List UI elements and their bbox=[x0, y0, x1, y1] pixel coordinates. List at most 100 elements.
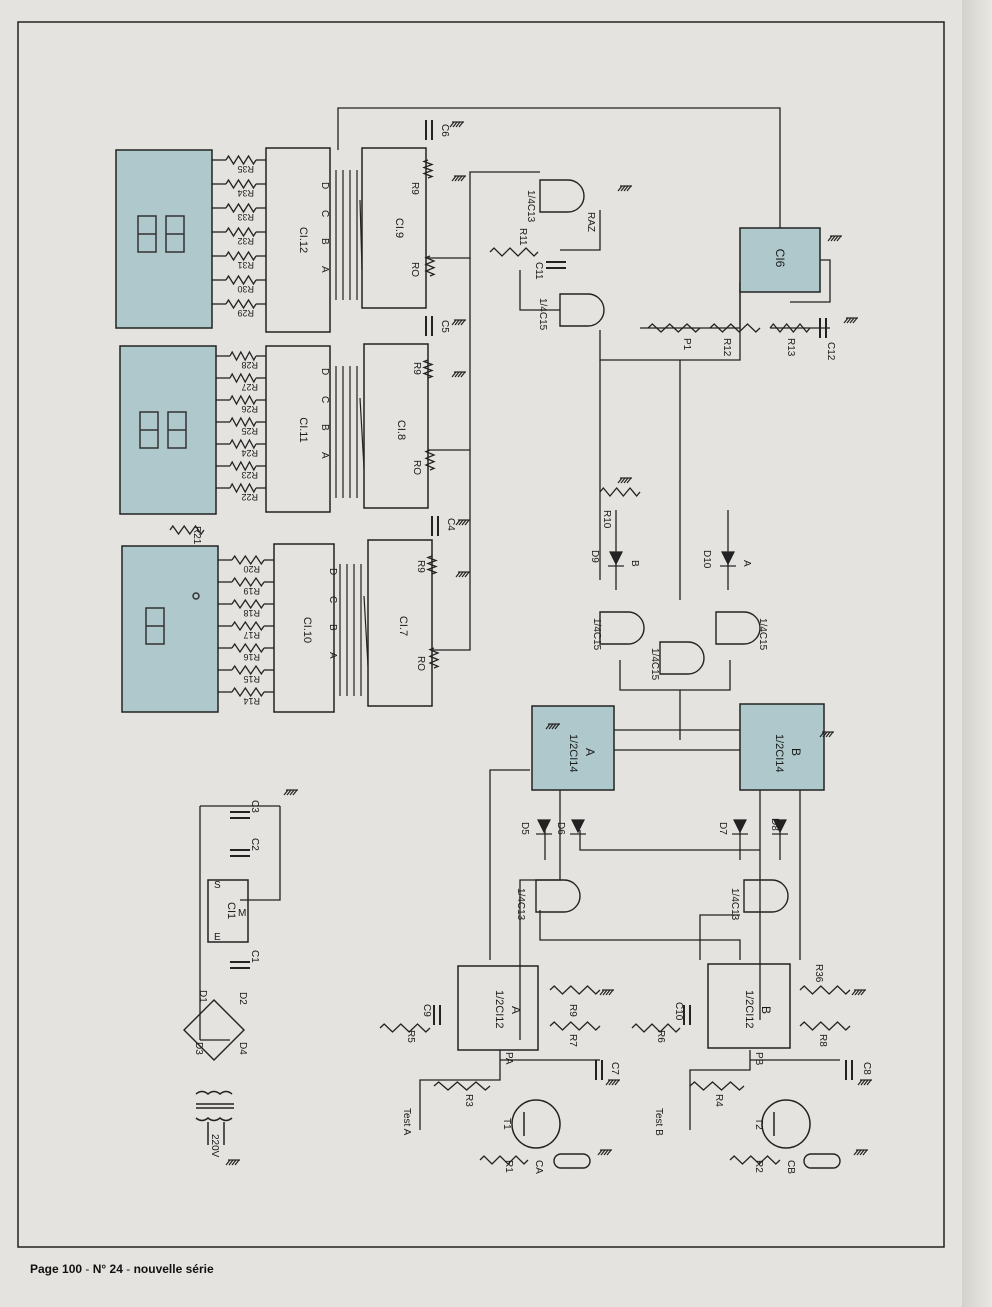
ground-symbols bbox=[225, 121, 872, 1166]
label-cb: CB bbox=[785, 1160, 796, 1174]
label-r33: R33 bbox=[237, 212, 254, 222]
photocells bbox=[553, 1153, 841, 1169]
decoder-ci10 bbox=[273, 543, 335, 713]
label-d10: D10 bbox=[701, 550, 712, 569]
label-r7: R7 bbox=[567, 1034, 578, 1047]
label-r18: R18 bbox=[243, 608, 260, 618]
resistor-r25 bbox=[229, 416, 257, 428]
counter-ci8 bbox=[363, 343, 429, 509]
label-gate-mid: 1/4C15 bbox=[537, 298, 548, 331]
label-r9-1: R9 bbox=[409, 182, 420, 195]
label-gate-l: 1/4C15 bbox=[591, 618, 602, 651]
label-pa: PA bbox=[503, 1052, 514, 1065]
label-r25: R25 bbox=[241, 426, 258, 436]
label-r29: R29 bbox=[237, 308, 254, 318]
label-r26: R26 bbox=[241, 404, 258, 414]
label-ci8: CI.8 bbox=[395, 420, 407, 440]
label-r9-mono: R9 bbox=[567, 1004, 578, 1017]
pin-d-3: D bbox=[327, 568, 338, 575]
flipflop-b bbox=[739, 703, 825, 791]
label-c9: C9 bbox=[421, 1004, 432, 1017]
label-t1: T1 bbox=[501, 1118, 512, 1130]
resistor-r23 bbox=[229, 460, 257, 472]
label-r6: R6 bbox=[655, 1030, 666, 1043]
label-r35: R35 bbox=[237, 164, 254, 174]
label-ci11: CI.11 bbox=[297, 417, 309, 442]
label-r31: R31 bbox=[237, 260, 254, 270]
label-r34: R34 bbox=[237, 188, 254, 198]
label-r13: R13 bbox=[785, 338, 796, 357]
label-gate-r: 1/4C15 bbox=[757, 618, 768, 651]
bus-wiring bbox=[335, 170, 369, 696]
label-mono-a: 1/2CI12 bbox=[493, 990, 505, 1029]
label-ff-b-letter: B bbox=[789, 748, 803, 756]
label-ro-3: RO bbox=[415, 656, 426, 671]
resistor-r27 bbox=[229, 372, 257, 384]
label-r23: R23 bbox=[241, 470, 258, 480]
footer-page: Page 100 bbox=[30, 1262, 83, 1276]
label-r5: R5 bbox=[405, 1030, 416, 1043]
label-ci6: CI6 bbox=[773, 249, 787, 268]
resistor-r20 bbox=[231, 554, 265, 566]
pin-c-2: C bbox=[319, 396, 330, 403]
counter-ci9 bbox=[361, 147, 427, 309]
label-r24: R24 bbox=[241, 448, 258, 458]
resistor-r17 bbox=[231, 620, 265, 632]
main-wiring bbox=[199, 107, 840, 1130]
label-ci9: CI.9 bbox=[393, 218, 405, 238]
label-mono-a-letter: A bbox=[509, 1006, 523, 1014]
label-d3: D3 bbox=[193, 1042, 204, 1055]
footer-sep-2: - bbox=[126, 1262, 134, 1276]
label-pb: PB bbox=[753, 1052, 764, 1066]
resistor-r30 bbox=[225, 274, 257, 286]
resistor-r19 bbox=[231, 576, 265, 588]
label-r19: R19 bbox=[243, 586, 260, 596]
pin-a-2: A bbox=[319, 452, 330, 459]
label-ci1: CI1 bbox=[225, 902, 237, 919]
label-c12: C12 bbox=[825, 342, 836, 361]
decoder-ci12 bbox=[265, 147, 331, 333]
label-p1: P1 bbox=[681, 338, 692, 351]
pin-a-1: A bbox=[319, 266, 330, 273]
label-d7: D7 bbox=[717, 822, 728, 835]
footer-sep-1: - bbox=[85, 1262, 93, 1276]
display-block-3 bbox=[121, 539, 433, 713]
transistors bbox=[511, 1099, 811, 1149]
label-c6: C6 bbox=[439, 124, 450, 137]
resistor-r28 bbox=[229, 350, 257, 362]
label-ff-a: 1/2CI14 bbox=[567, 734, 579, 773]
label-d4: D4 bbox=[237, 1042, 248, 1055]
label-a: A bbox=[741, 560, 752, 567]
label-s: S bbox=[214, 880, 221, 891]
label-d5: D5 bbox=[519, 822, 530, 835]
misc-resistors bbox=[169, 159, 851, 1165]
resistor-r35 bbox=[225, 154, 257, 166]
label-d8: D8 bbox=[769, 818, 780, 831]
label-ci10: CI.10 bbox=[301, 617, 313, 643]
label-ff-b: 1/2CI14 bbox=[773, 734, 785, 773]
label-d6: D6 bbox=[555, 822, 566, 835]
footer-series: nouvelle série bbox=[133, 1262, 214, 1276]
resistor-r22 bbox=[229, 482, 257, 494]
mono-b bbox=[707, 963, 791, 1049]
label-220v: 220V bbox=[209, 1134, 220, 1158]
label-c2: C2 bbox=[249, 838, 260, 851]
display-block-2 bbox=[119, 343, 429, 515]
resistor-r33 bbox=[225, 202, 257, 214]
label-r22: R22 bbox=[241, 492, 258, 502]
bridge-rectifier bbox=[183, 999, 245, 1061]
seven-seg-display-1 bbox=[115, 149, 213, 329]
label-r12: R12 bbox=[721, 338, 732, 357]
label-r28: R28 bbox=[241, 360, 258, 370]
label-mono-b-letter: B bbox=[759, 1006, 773, 1014]
mono-a bbox=[457, 965, 539, 1051]
label-e: E bbox=[214, 932, 221, 943]
label-d1: D1 bbox=[197, 990, 208, 1003]
label-mono-b: 1/2CI12 bbox=[743, 990, 755, 1029]
label-r9-3: R9 bbox=[415, 560, 426, 573]
label-ff-a-letter: A bbox=[583, 748, 597, 756]
label-r21: R21 bbox=[191, 526, 202, 545]
digit-glyph-3 bbox=[145, 592, 200, 645]
page-footer: Page 100 - N° 24 - nouvelle série bbox=[30, 1262, 214, 1276]
